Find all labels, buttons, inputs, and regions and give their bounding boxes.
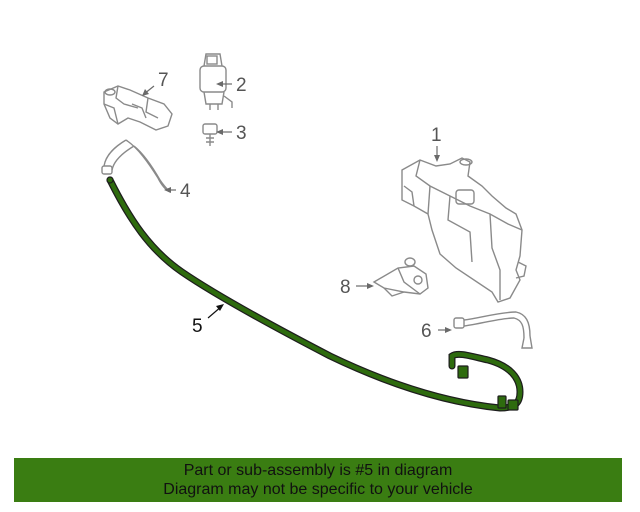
part-3-clip: [202, 123, 218, 146]
disclaimer-line-2: Diagram may not be specific to your vehi…: [163, 481, 473, 498]
leader-lines: [143, 83, 450, 331]
disclaimer-line-1: Part or sub-assembly is #5 in diagram: [183, 462, 453, 479]
part-2-washer-pump: [199, 53, 233, 110]
part-8-nozzle: [372, 257, 429, 297]
disclaimer-banner: Part or sub-assembly is #5 in diagram Di…: [14, 458, 622, 502]
callout-5: 5: [192, 316, 203, 337]
part-1-reservoir: [401, 157, 527, 303]
callout-7: 7: [158, 70, 169, 91]
part-6-hose: [453, 311, 533, 349]
callout-1: 1: [431, 125, 442, 146]
callout-6: 6: [421, 321, 432, 342]
leader-arrowheads: [142, 81, 452, 333]
callout-3: 3: [236, 123, 247, 144]
callout-4: 4: [180, 181, 191, 202]
part-7-washer-nozzle: [103, 85, 173, 131]
callout-2: 2: [236, 75, 247, 96]
part-5-hose-highlighted: [106, 176, 524, 412]
callout-8: 8: [340, 277, 351, 298]
